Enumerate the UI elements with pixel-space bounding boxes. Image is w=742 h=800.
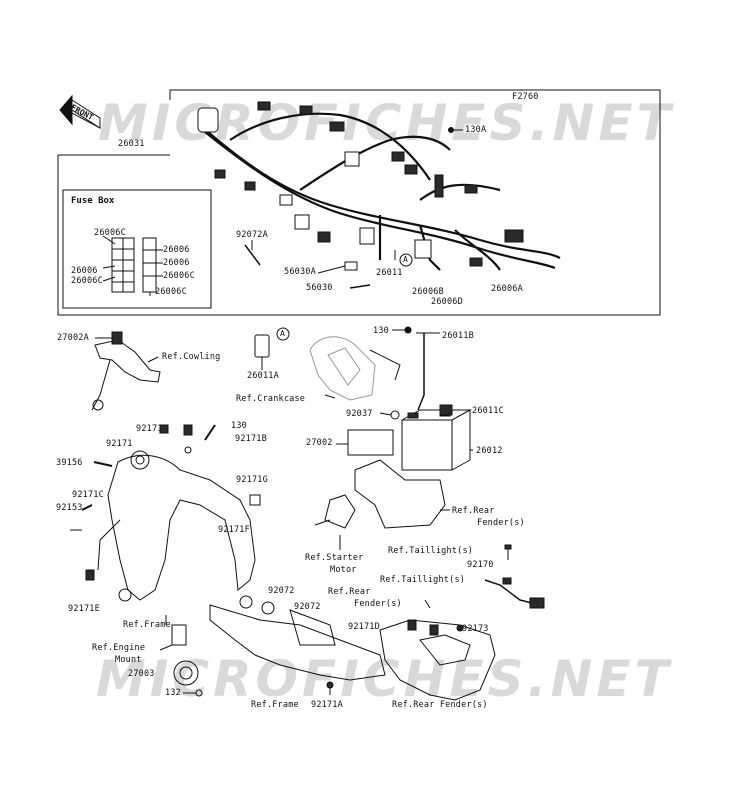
ref-starter-b: Motor — [330, 565, 357, 575]
ref-rear-fender-1a: Ref.Rear — [452, 506, 495, 516]
part-39156: 39156 — [56, 458, 83, 468]
part-92171b: 92171B — [235, 434, 267, 444]
part-92037 — [390, 410, 400, 420]
part-26006d: 26006D — [431, 297, 463, 307]
frame-left — [85, 450, 256, 602]
fuse-label-2: 26006 — [163, 245, 190, 255]
main-wiring-harness — [199, 112, 561, 271]
horn-27003 — [173, 660, 199, 686]
ref-rear-fender-3: Ref.Rear Fender(s) — [392, 700, 488, 710]
callout-a-top — [399, 253, 413, 267]
part-56030a: 56030A — [284, 267, 316, 277]
part-92171e: 92171E — [68, 604, 100, 614]
ref-rear-fender-1b: Fender(s) — [477, 518, 525, 528]
fuse-label-4: 26006 — [71, 266, 98, 276]
part-92072a: 92072A — [236, 230, 268, 240]
part-26011c — [439, 404, 453, 416]
ref-starter-a: Ref.Starter — [305, 553, 364, 563]
harness-connectors — [197, 101, 524, 267]
part-92171g: 92171G — [236, 475, 268, 485]
ref-taillight-2: Ref.Taillight(s) — [380, 575, 466, 585]
part-92171c: 92171C — [72, 490, 104, 500]
part-92170: 92170 — [467, 560, 494, 570]
part-26006a: 26006A — [491, 284, 523, 294]
bolt-132 — [195, 689, 203, 697]
front-arrow — [59, 94, 101, 129]
ref-crankcase: Ref.Crankcase — [236, 394, 306, 404]
figure-code: F2760 — [512, 92, 539, 102]
part-26011c: 26011C — [472, 406, 504, 416]
bolt-130-top — [404, 326, 412, 334]
part-92171-b: 92171 — [106, 439, 133, 449]
part-26011a: 26011A — [247, 371, 279, 381]
ref-frame-2: Ref.Frame — [251, 700, 299, 710]
part-27003: 27003 — [128, 669, 155, 679]
part-26006b: 26006B — [412, 287, 444, 297]
part-27002a: 27002A — [57, 333, 89, 343]
relay-27002 — [347, 429, 394, 456]
ref-frame-1: Ref.Frame — [123, 620, 171, 630]
part-26012: 26012 — [476, 446, 503, 456]
part-132: 132 — [165, 688, 181, 698]
part-27002: 27002 — [306, 438, 333, 448]
fuse-label-6: 26006C — [71, 276, 103, 286]
fuse-label-7: 26006C — [155, 287, 187, 297]
cable-26011b — [417, 333, 425, 411]
fuse-label-3: 26006 — [163, 258, 190, 268]
callout-a-mid-label: A — [280, 329, 286, 338]
ref-engine-a: Ref.Engine — [92, 643, 146, 653]
part-92072-b: 92072 — [294, 602, 321, 612]
connector-26011a — [254, 334, 270, 358]
part-130-top: 130 — [373, 326, 389, 336]
part-92171f: 92171F — [218, 525, 250, 535]
fuse-block — [102, 235, 163, 296]
fuse-box-title: Fuse Box — [71, 196, 115, 206]
fuse-box-frame — [62, 189, 212, 309]
fuse-label-1: 26006C — [94, 228, 126, 238]
part-130a: 130A — [465, 125, 487, 135]
part-26011b: 26011B — [442, 331, 474, 341]
upper-section-frame — [57, 89, 661, 316]
ref-engine-b: Mount — [115, 655, 142, 665]
ref-rear-fender-2b: Fender(s) — [354, 599, 402, 609]
part-92072-a: 92072 — [268, 586, 295, 596]
clip-56030 — [349, 284, 371, 289]
watermark-bottom: MICROFICHES.NET — [96, 650, 673, 708]
part-92171-a: 92171 — [136, 424, 163, 434]
ref-cowling: Ref.Cowling — [162, 352, 221, 362]
part-92171a: 92171A — [311, 700, 343, 710]
part-92173: 92173 — [462, 624, 489, 634]
battery-26012 — [401, 409, 472, 471]
part-26031: 26031 — [118, 139, 145, 149]
tie-strap-92072a — [244, 244, 261, 266]
engine-mount — [171, 624, 187, 646]
part-92153: 92153 — [56, 503, 83, 513]
part-26011: 26011 — [376, 268, 403, 278]
part-130-mid: 130 — [231, 421, 247, 431]
ref-rear-fender-2a: Ref.Rear — [328, 587, 371, 597]
part-56030: 56030 — [306, 283, 333, 293]
rear-fender — [379, 619, 496, 701]
crankcase-outline — [309, 336, 376, 401]
bolt-130a — [448, 127, 454, 133]
fuse-label-5: 26006C — [163, 271, 195, 281]
battery-case — [314, 459, 446, 529]
ref-taillight-1: Ref.Taillight(s) — [388, 546, 474, 556]
part-92037: 92037 — [346, 409, 373, 419]
bracket-27002a — [91, 331, 161, 411]
clip-56030a — [344, 261, 358, 271]
callout-a-top-label: A — [403, 255, 409, 264]
part-92171d: 92171D — [348, 622, 380, 632]
rear-frame — [209, 595, 386, 681]
callout-a-mid — [276, 327, 290, 341]
